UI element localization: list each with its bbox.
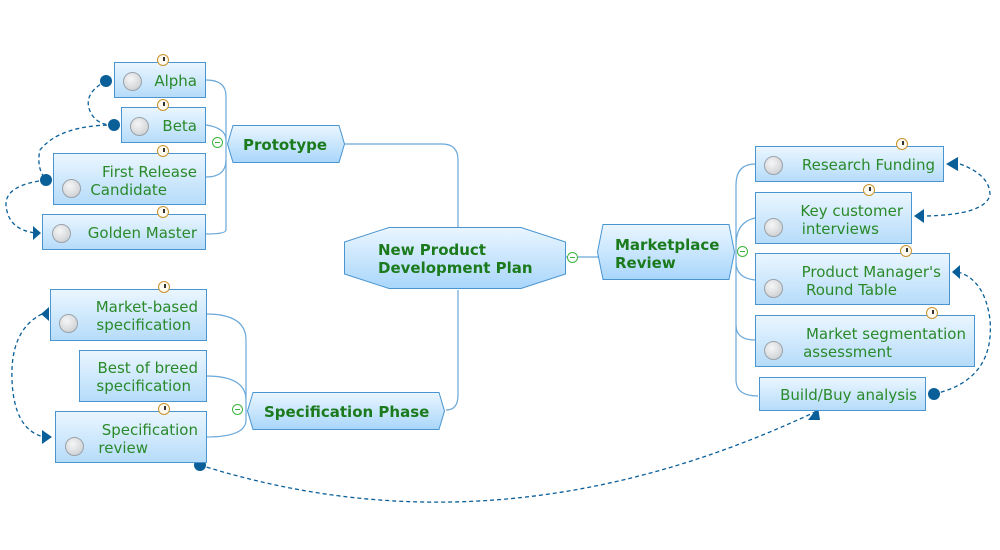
branch-prototype-shape	[227, 125, 345, 163]
central-topic-label-1: New Product	[378, 241, 486, 259]
task-spec-review[interactable]: Specification review	[55, 411, 207, 463]
task-research-funding[interactable]: Research Funding	[755, 146, 944, 182]
clock-icon	[926, 307, 938, 319]
branch-prototype-label: Prototype	[243, 136, 328, 154]
task-checkbox[interactable]	[764, 156, 783, 175]
task-market-based-spec[interactable]: Market-based specification	[50, 289, 207, 341]
link-proto-alpha	[205, 79, 227, 235]
task-checkbox[interactable]	[52, 224, 71, 243]
task-label-2: Round Table	[805, 281, 897, 299]
branch-marketplace[interactable]: Marketplace Review	[597, 224, 735, 280]
relation-arrow-rf	[946, 157, 958, 171]
task-label-1: Key customer	[800, 202, 903, 220]
clock-icon	[158, 403, 170, 415]
relation-arrow-golden	[33, 226, 41, 240]
central-topic-shape	[344, 227, 566, 289]
relation-arrow-market-based	[41, 307, 49, 321]
task-first-release-candidate[interactable]: First Release Candidate	[53, 153, 206, 205]
task-label-2: review	[98, 439, 148, 457]
central-topic-label-2: Development Plan	[378, 259, 533, 277]
task-label-2: specification	[96, 316, 191, 334]
clock-icon	[157, 206, 169, 218]
clock-icon	[863, 184, 875, 196]
task-best-of-breed[interactable]: Best of breed specification	[79, 350, 207, 402]
relation-spec-review-market	[11, 313, 45, 438]
collapse-central[interactable]	[567, 252, 578, 263]
task-label-1: Market-based	[95, 298, 198, 316]
relation-arrow-pm	[952, 265, 960, 279]
collapse-marketplace[interactable]	[737, 246, 748, 257]
link-proto-frc	[205, 159, 227, 178]
relation-arrow-spec-review	[42, 430, 52, 444]
task-key-customer[interactable]: Key customer interviews	[755, 192, 912, 244]
branch-marketplace-label-1: Marketplace	[615, 236, 720, 254]
task-checkbox[interactable]	[764, 218, 783, 237]
relation-start-frc	[40, 174, 52, 186]
collapse-specification[interactable]	[232, 404, 243, 415]
task-market-segmentation[interactable]: Market segmentation assessment	[755, 315, 975, 367]
relation-start-buildbuy	[928, 388, 940, 400]
relation-alpha-beta	[87, 80, 115, 126]
task-label-2: specification	[96, 377, 191, 395]
branch-specification-shape	[247, 392, 445, 430]
link-central-spec	[445, 290, 459, 411]
central-topic[interactable]: New Product Development Plan	[344, 227, 566, 289]
task-label: Research Funding	[801, 156, 935, 174]
collapse-prototype[interactable]	[212, 137, 223, 148]
task-checkbox[interactable]	[764, 279, 783, 298]
link-mkt-ms	[735, 324, 756, 341]
task-label-2: interviews	[801, 220, 879, 238]
task-alpha[interactable]: Alpha	[114, 62, 206, 98]
task-label-1: Market segmentation	[805, 325, 966, 343]
task-label-1: Product Manager's	[801, 263, 941, 281]
clock-icon	[896, 138, 908, 150]
clock-icon	[158, 281, 170, 293]
branch-specification[interactable]: Specification Phase	[247, 392, 445, 430]
clock-icon	[157, 145, 169, 157]
branch-marketplace-shape	[597, 224, 735, 280]
task-label-1: Best of breed	[97, 359, 198, 377]
task-checkbox[interactable]	[65, 437, 84, 456]
branch-marketplace-label-2: Review	[615, 254, 676, 272]
link-central-prototype	[345, 143, 459, 228]
task-label: Golden Master	[87, 224, 197, 242]
link-mkt-pm	[735, 261, 756, 281]
task-golden-master[interactable]: Golden Master	[42, 214, 206, 250]
branch-specification-label: Specification Phase	[264, 403, 430, 421]
clock-icon	[157, 54, 169, 66]
task-label: Beta	[162, 117, 197, 135]
link-mkt-kc	[735, 217, 756, 246]
task-label-1: First Release	[102, 163, 197, 181]
relation-start-beta	[108, 119, 120, 131]
task-checkbox[interactable]	[123, 72, 142, 91]
task-checkbox[interactable]	[130, 117, 149, 136]
task-checkbox[interactable]	[764, 341, 783, 360]
task-label-2: Candidate	[90, 181, 167, 199]
task-label-2: assessment	[803, 343, 892, 361]
task-build-buy[interactable]: Build/Buy analysis	[759, 377, 926, 411]
task-label-1: Specification	[101, 421, 198, 439]
link-spec-market	[205, 313, 247, 438]
task-beta[interactable]: Beta	[121, 107, 206, 143]
relation-arrow-kc	[914, 209, 924, 223]
branch-prototype[interactable]: Prototype	[227, 125, 345, 163]
task-label: Build/Buy analysis	[780, 386, 917, 404]
clock-icon	[157, 99, 169, 111]
relation-frc-golden	[5, 179, 47, 234]
task-checkbox[interactable]	[62, 179, 81, 198]
link-spec-best	[205, 375, 247, 401]
task-pm-round-table[interactable]: Product Manager's Round Table	[755, 253, 950, 305]
task-label: Alpha	[154, 72, 197, 90]
task-checkbox[interactable]	[59, 314, 78, 333]
clock-icon	[900, 245, 912, 257]
relation-start-alpha	[100, 75, 112, 87]
